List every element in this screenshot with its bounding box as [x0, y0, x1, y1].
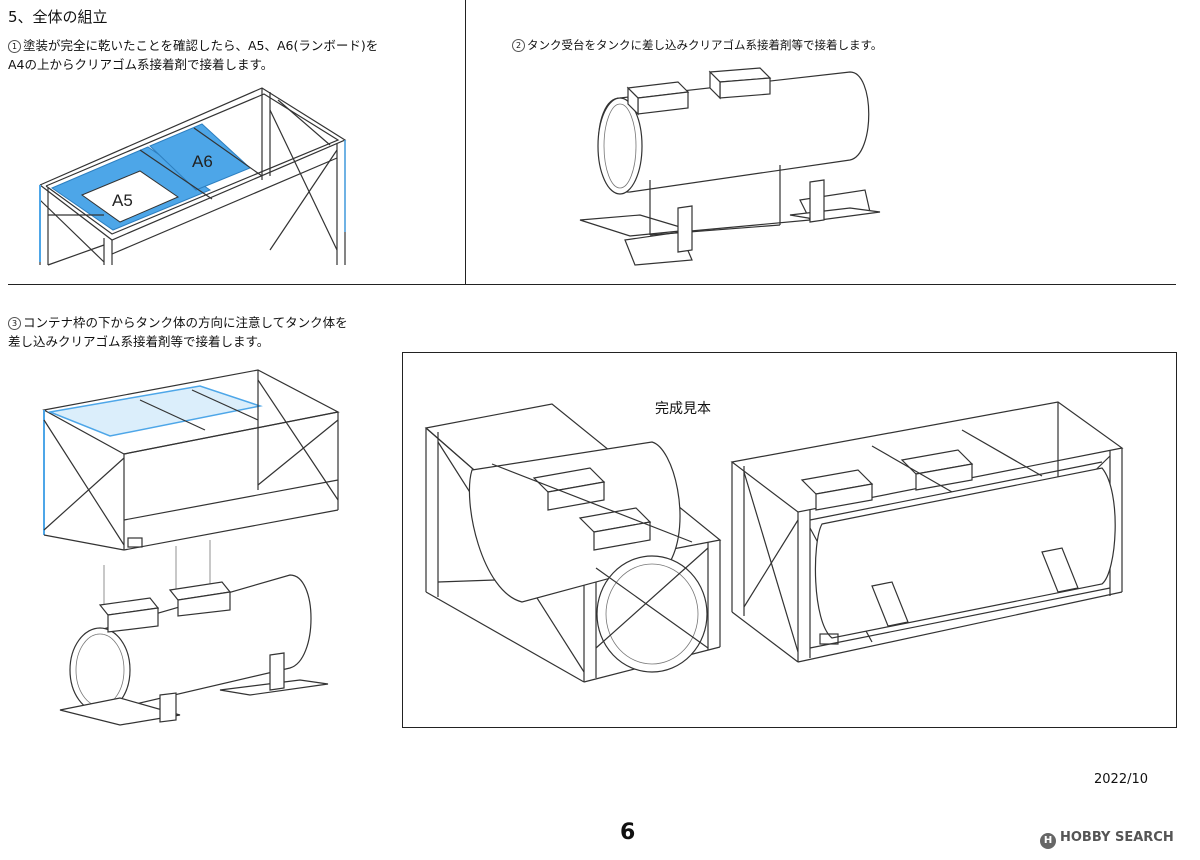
watermark: H HOBBY SEARCH	[1040, 830, 1174, 849]
step-1-line-2: A4の上からクリアゴム系接着剤で接着します。	[8, 57, 274, 72]
a6-label: A6	[192, 152, 213, 171]
page-number: 6	[620, 820, 636, 845]
a5-label: A5	[112, 191, 133, 210]
step-2-line-1: タンク受台をタンクに差し込みクリアゴム系接着剤等で接着します。	[527, 38, 883, 52]
horizontal-divider	[8, 284, 1176, 285]
completed-sample-box	[402, 352, 1177, 728]
vertical-divider	[465, 0, 466, 285]
completed-sample-illustration	[424, 401, 1124, 683]
step-1-illustration: A5 A6	[39, 87, 347, 266]
step-3-line-2: 差し込みクリアゴム系接着剤等で接着します。	[8, 334, 270, 349]
watermark-logo: H	[1040, 833, 1056, 849]
step-2-illustration	[579, 67, 881, 266]
step-1-number: 1	[8, 40, 21, 53]
step-2-number: 2	[512, 39, 525, 52]
watermark-text: HOBBY SEARCH	[1060, 830, 1174, 845]
step-3-line-1: コンテナ枠の下からタンク体の方向に注意してタンク体を	[23, 315, 348, 330]
date-label: 2022/10	[1094, 772, 1149, 787]
completed-sample-label: 完成見本	[655, 401, 711, 417]
step-1-line-1: 塗装が完全に乾いたことを確認したら、A5、A6(ランボード)を	[23, 38, 379, 53]
section-title: 5、全体の組立	[8, 8, 108, 26]
step-3-number: 3	[8, 317, 21, 330]
step-3-illustration	[42, 369, 340, 726]
